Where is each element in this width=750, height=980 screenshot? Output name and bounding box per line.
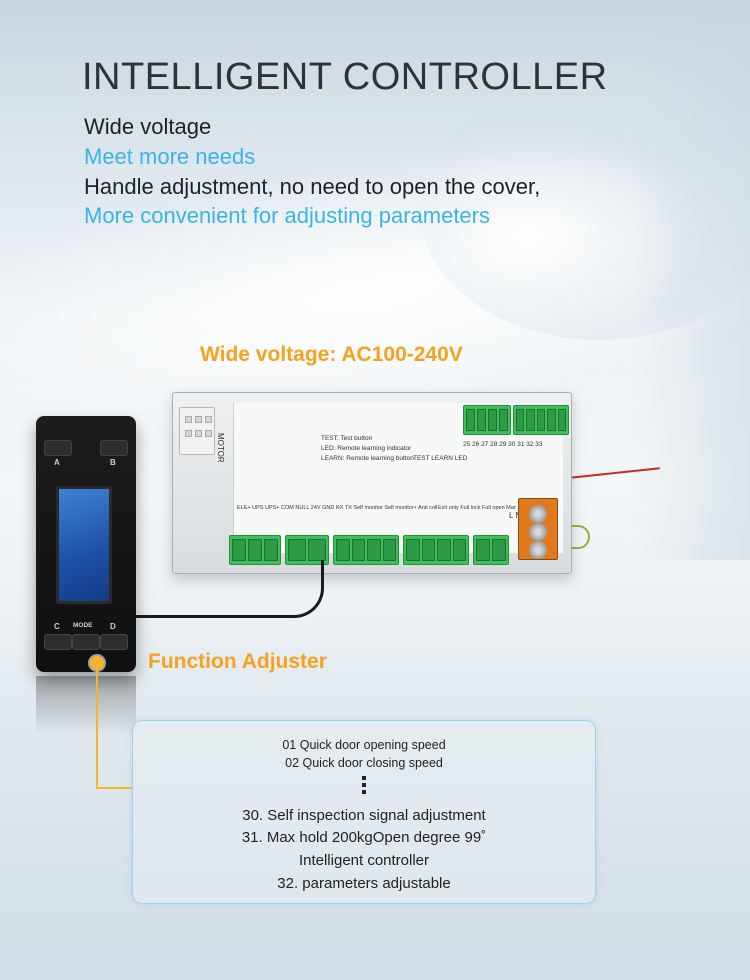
- ground-wire: [560, 525, 590, 549]
- top-terminal-left: [463, 405, 511, 435]
- info-line-5: Intelligent controller: [298, 852, 430, 869]
- motor-connector: [179, 407, 215, 455]
- button-a-label: A: [54, 458, 60, 467]
- intro-line-2: Meet more needs: [84, 144, 256, 169]
- intro-line-3: Handle adjustment, no need to open the c…: [84, 174, 541, 199]
- button-b-label: B: [110, 458, 116, 467]
- device-reflection: [36, 676, 136, 736]
- function-adjuster-device: A B C MODE D: [36, 416, 136, 672]
- intro-line-1: Wide voltage: [84, 114, 212, 139]
- button-c-label: C: [54, 622, 60, 631]
- top-terminal-right: [513, 405, 569, 435]
- ellipsis-icon: [362, 776, 366, 797]
- callout-line-vertical: [96, 670, 98, 788]
- page-title: INTELLIGENT CONTROLLER: [82, 56, 608, 98]
- function-adjuster-label: Function Adjuster: [148, 650, 327, 673]
- button-d-label: D: [110, 622, 116, 631]
- info-line-3: 30. Self inspection signal adjustment: [242, 807, 486, 824]
- wall-column: [630, 0, 750, 560]
- power-label: L N: [509, 511, 522, 520]
- terminal-block-4: [403, 535, 469, 565]
- info-line-4: 31. Max hold 200kgOpen degree 99˚: [241, 829, 487, 846]
- intro-line-4: More convenient for adjusting parameters: [84, 203, 490, 228]
- lcd-screen: [56, 486, 112, 604]
- callout-line-horizontal: [96, 787, 132, 789]
- test-legend: TEST: Test button: [321, 435, 373, 442]
- callout-dot-icon: [90, 656, 104, 670]
- parameter-info-box: 01 Quick door opening speed 02 Quick doo…: [132, 720, 596, 904]
- info-line-1: 01 Quick door opening speed: [282, 738, 446, 752]
- button-a[interactable]: [44, 440, 72, 456]
- terminal-block-5: [473, 535, 509, 565]
- button-d[interactable]: [100, 634, 128, 650]
- right-pin-labels: Exit only Full lock Full open Manual GND…: [438, 505, 516, 511]
- motor-label: MOTOR: [216, 433, 225, 463]
- wide-voltage-label: Wide voltage: AC100-240V: [200, 343, 463, 366]
- learn-legend: LEARN: Remote learning button: [321, 455, 414, 462]
- button-b[interactable]: [100, 440, 128, 456]
- terminal-block-3: [333, 535, 399, 565]
- power-terminal: [518, 498, 558, 560]
- button-mode[interactable]: [72, 634, 100, 650]
- controller-board: MOTOR TEST: Test button LED: Remote lear…: [172, 392, 572, 574]
- led-legend: LED: Remote learning indicator: [321, 445, 412, 452]
- adjuster-cable: [134, 560, 324, 618]
- left-pin-labels: ELE+ UPS UPS+ COM NULL 24V GND RX TX Sel…: [237, 505, 437, 511]
- info-line-2: 02 Quick door closing speed: [285, 756, 443, 770]
- info-line-6: 32. parameters adjustable: [277, 875, 451, 892]
- terminal-block-1: [229, 535, 281, 565]
- button-mode-label: MODE: [73, 622, 93, 629]
- button-c[interactable]: [44, 634, 72, 650]
- button-legend: TEST LEARN LED: [413, 455, 468, 462]
- top-pin-numbers: 25 26 27 28 29 30 31 32 33: [463, 441, 543, 448]
